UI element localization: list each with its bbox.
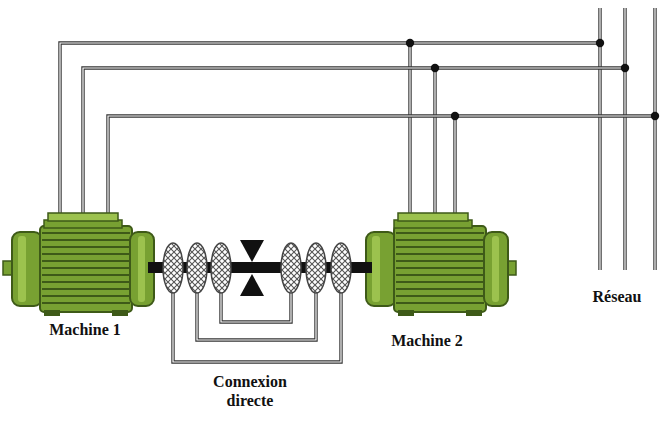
network-line-core [654, 8, 655, 270]
electric-machine [366, 213, 516, 316]
phase-wire [453, 116, 456, 214]
electric-machine [3, 213, 154, 316]
network-line-core [599, 8, 600, 270]
junction-dot [431, 64, 439, 72]
slip-ring [306, 243, 326, 293]
phase-wire [433, 68, 436, 214]
junction-dot [596, 39, 604, 47]
slip-ring [281, 243, 301, 293]
phase-wire [108, 116, 655, 216]
coupling-symbol [240, 240, 264, 262]
connection-label: Connexion directe [195, 372, 305, 410]
junction-dot [621, 64, 629, 72]
junction-dot [651, 112, 659, 120]
network-line-core [624, 8, 625, 270]
coupling-symbol [240, 274, 264, 296]
phase-wire-core [434, 68, 435, 214]
network-line [623, 8, 626, 270]
direct-connection [173, 290, 341, 362]
phase-wire-core [108, 116, 655, 216]
direct-connection-core [197, 290, 316, 340]
slip-ring [211, 243, 231, 293]
machine-label: Machine 1 [20, 320, 150, 339]
direct-connection [197, 290, 316, 340]
network-line [653, 8, 656, 270]
phase-wire-core [83, 68, 625, 216]
phase-wire [83, 68, 625, 216]
network-label: Réseau [572, 287, 662, 306]
junction-dot [406, 39, 414, 47]
slip-ring [187, 243, 207, 293]
slip-ring [163, 243, 183, 293]
phase-wire-core [454, 116, 455, 214]
junction-dot [451, 112, 459, 120]
machine-label: Machine 2 [362, 331, 492, 350]
direct-connection-core [173, 290, 341, 362]
slip-ring [331, 243, 351, 293]
network-line [598, 8, 601, 270]
